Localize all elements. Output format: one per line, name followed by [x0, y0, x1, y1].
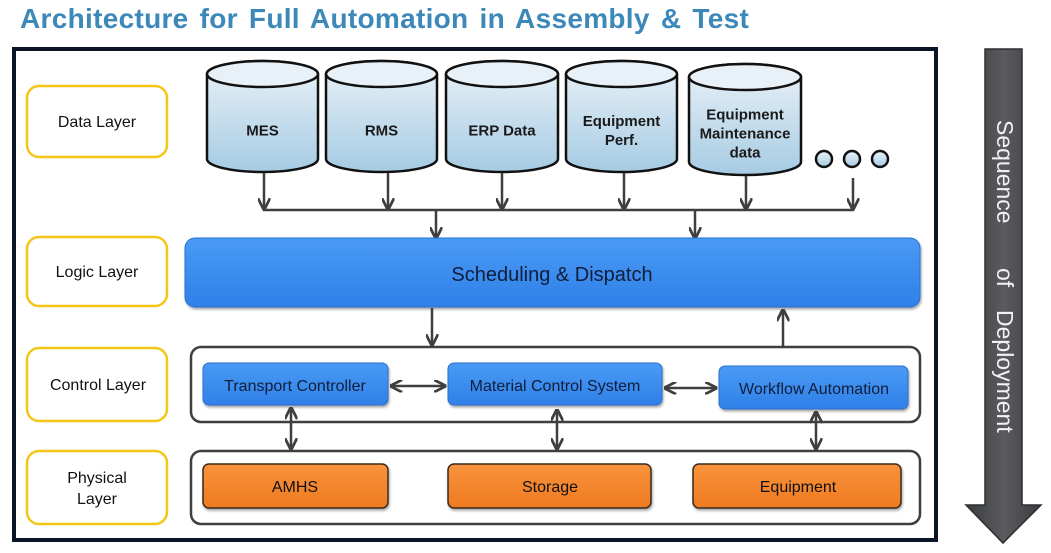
sequence-of-deployment-arrow: Sequence of Deployment: [964, 48, 1043, 545]
database-label: Equipment: [583, 113, 661, 130]
layer-label-data: Data Layer: [25, 84, 169, 159]
amhs-box: AMHS: [202, 463, 389, 509]
deploy-word-sequence: Sequence: [992, 120, 1018, 224]
page-title: Architecture for Full Automation in Asse…: [20, 3, 750, 34]
deploy-word-deployment: Deployment: [992, 310, 1018, 433]
layer-label-text: Physical: [67, 470, 127, 487]
workflow-label: Workflow Automation: [739, 381, 889, 398]
layer-label-text: Control Layer: [50, 377, 147, 394]
equipment-label: Equipment: [760, 479, 837, 496]
database-label: RMS: [365, 123, 398, 140]
scheduling-dispatch-box: Scheduling & Dispatch: [184, 237, 921, 308]
database-label: Maintenance: [700, 126, 791, 143]
deploy-word-of: of: [992, 268, 1018, 288]
scheduling-label: Scheduling & Dispatch: [451, 264, 652, 286]
transport-controller-box: Transport Controller: [202, 362, 389, 406]
cylinder-top: [564, 59, 679, 89]
layer-label-text: Data Layer: [58, 114, 137, 131]
layer-label-control: Control Layer: [25, 346, 169, 423]
storage-label: Storage: [522, 479, 578, 496]
amhs-label: AMHS: [272, 479, 318, 496]
mcs-label: Material Control System: [470, 378, 641, 395]
cylinder-top: [444, 59, 560, 89]
storage-box: Storage: [447, 463, 652, 509]
layer-label-logic: Logic Layer: [25, 235, 169, 308]
cylinder-top: [324, 59, 439, 89]
equipment-box: Equipment: [692, 463, 902, 509]
more-sources-ellipsis-icon: [814, 149, 890, 169]
database-label: data: [730, 145, 762, 162]
layer-label-text: Logic Layer: [56, 264, 139, 281]
database-label: Perf.: [605, 132, 638, 149]
material-control-system-box: Material Control System: [447, 362, 663, 406]
transport-controller-label: Transport Controller: [224, 378, 366, 395]
workflow-automation-box: Workflow Automation: [718, 365, 909, 410]
cylinder-top: [205, 59, 320, 89]
cylinder-top: [687, 62, 803, 92]
data-bus-connectors: [263, 173, 854, 238]
database-label: MES: [246, 123, 279, 140]
layer-label-text: Layer: [77, 491, 118, 508]
database-mes: MES: [205, 59, 320, 174]
database-rms: RMS: [324, 59, 439, 174]
database-label: ERP Data: [468, 123, 536, 140]
database-erp-data: ERP Data: [444, 59, 560, 174]
database-label: Equipment: [706, 107, 784, 124]
layer-label-physical: Physical Layer: [25, 449, 169, 526]
